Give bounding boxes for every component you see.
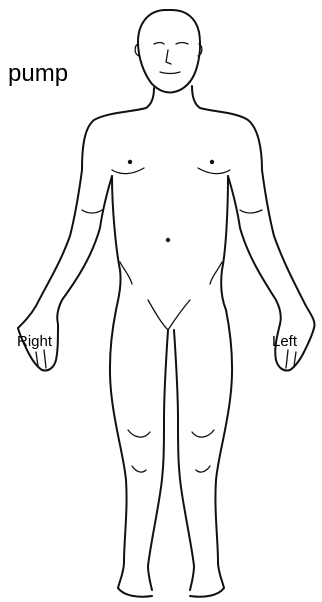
pump-label: pump	[8, 62, 68, 86]
right-leg	[110, 310, 168, 597]
right-side-label: Right	[17, 334, 52, 349]
head	[135, 10, 202, 93]
left-side-label: Left	[272, 334, 297, 349]
left-leg	[174, 310, 232, 597]
groin-line	[148, 300, 190, 330]
